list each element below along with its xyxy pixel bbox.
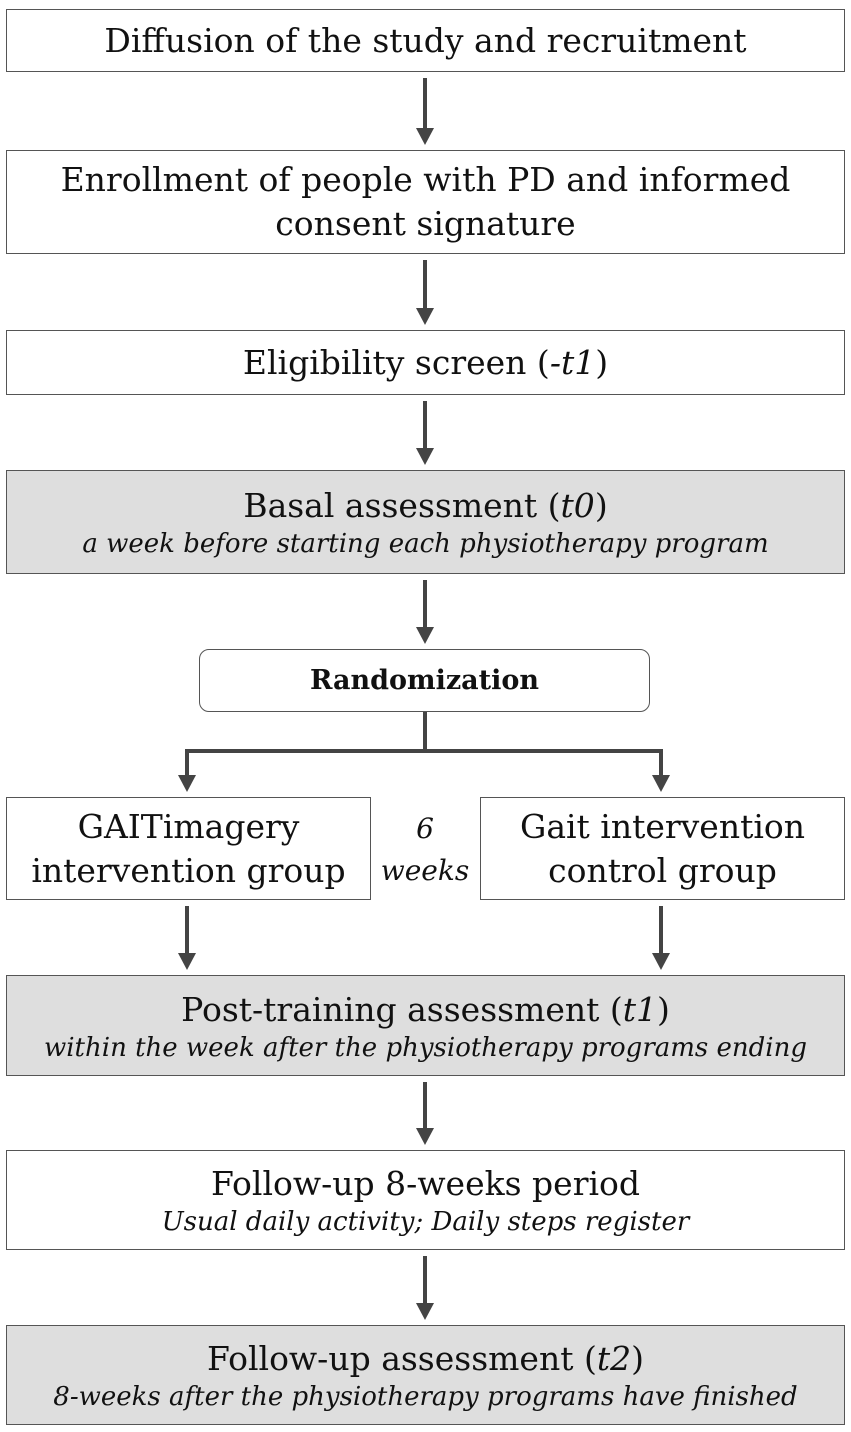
group-left-box: GAITimagery intervention group (6, 797, 371, 900)
step-followup-period-title: Follow-up 8-weeks period (210, 1164, 641, 1203)
step-followup-period-box: Follow-up 8-weeks period Usual daily act… (6, 1150, 845, 1250)
followup-prefix: Follow-up assessment ( (207, 1339, 597, 1378)
post-suffix: ) (657, 989, 670, 1029)
post-time: t1 (622, 989, 658, 1029)
step-basal-box: Basal assessment (t0) a week before star… (6, 470, 845, 574)
step-post-box: Post-training assessment (t1) within the… (6, 975, 845, 1076)
step-diffusion-box: Diffusion of the study and recruitment (6, 9, 845, 72)
followup-suffix: ) (631, 1339, 644, 1378)
step-post-title: Post-training assessment (t1) (181, 988, 670, 1032)
basal-suffix: ) (594, 486, 608, 525)
followup-time: t2 (596, 1339, 632, 1378)
step-basal-note: a week before starting each physiotherap… (82, 529, 769, 559)
step-eligibility-title: Eligibility screen (-t1) (243, 341, 608, 385)
step-followup-assessment-box: Follow-up assessment (t2) 8-weeks after … (6, 1325, 845, 1425)
post-prefix: Post-training assessment ( (181, 989, 623, 1029)
randomization-label: Randomization (309, 665, 540, 696)
step-eligibility-box: Eligibility screen (-t1) (6, 330, 845, 395)
step-followup-assessment-title: Follow-up assessment (t2) (207, 1337, 644, 1381)
randomization-box: Randomization (199, 649, 650, 712)
step-post-note: within the week after the physiotherapy … (43, 1032, 807, 1063)
eligibility-suffix: ) (595, 342, 609, 382)
step-enrollment-box: Enrollment of people with PD and informe… (6, 150, 845, 254)
group-right-line2: control group (548, 850, 777, 890)
step-enrollment-line2: consent signature (275, 204, 576, 243)
basal-prefix: Basal assessment ( (243, 486, 561, 525)
eligibility-time: -t1 (549, 342, 596, 382)
duration-number: 6 (416, 812, 434, 845)
duration-label: 6 weeks (372, 808, 478, 892)
group-right-line1: Gait intervention (519, 806, 806, 846)
step-diffusion-title: Diffusion of the study and recruitment (104, 20, 747, 60)
step-enrollment-line1: Enrollment of people with PD and informe… (60, 160, 791, 199)
group-left-line2: intervention group (31, 850, 346, 890)
step-basal-title: Basal assessment (t0) (243, 484, 607, 528)
group-right-box: Gait intervention control group (480, 797, 845, 900)
basal-time: t0 (560, 486, 595, 525)
eligibility-prefix: Eligibility screen ( (242, 342, 550, 382)
step-followup-period-note: Usual daily activity; Daily steps regist… (161, 1207, 690, 1237)
step-followup-assessment-note: 8-weeks after the physiotherapy programs… (53, 1382, 798, 1412)
duration-unit: weeks (380, 854, 470, 887)
group-left-line1: GAITimagery (77, 806, 300, 846)
